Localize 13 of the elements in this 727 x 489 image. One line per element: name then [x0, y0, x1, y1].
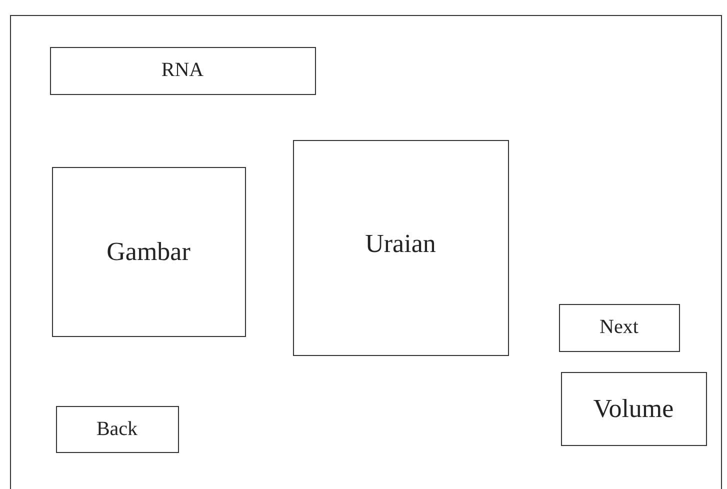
label-text: Next [600, 316, 638, 339]
image-box [52, 166, 246, 336]
title-box [50, 46, 316, 94]
volume-button [560, 372, 706, 446]
label-text: Uraian [365, 228, 436, 258]
screen-frame [10, 15, 722, 489]
label-text: Volume [593, 394, 674, 424]
label-text: Gambar [106, 236, 190, 266]
back-button [56, 406, 178, 452]
label-text: RNA [161, 59, 204, 82]
description-box [292, 140, 508, 356]
label-text: Back [96, 418, 138, 440]
next-button [558, 304, 680, 352]
